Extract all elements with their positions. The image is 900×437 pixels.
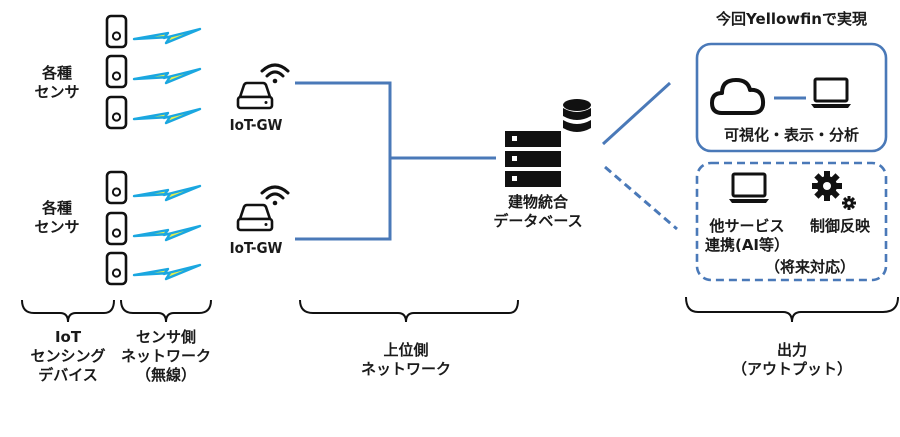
wifi-icon [260,63,290,85]
future-output-line [604,165,678,231]
database-label: 建物統合 データベース [478,193,598,231]
wireless-bolt-icon [132,263,202,281]
brace-label-line: ネットワーク [120,347,211,365]
sensors-label-line: センサ [34,83,80,101]
sensors-label-1: 各種 センサ [27,64,87,102]
future-item-ai: 他サービス 連携(AI等） [697,217,797,255]
gateway-label-2: IoT-GW [229,239,283,257]
braces [21,296,899,323]
database-label-line: データベース [493,212,583,230]
gateway-label-1: IoT-GW [229,116,283,134]
future-box [695,161,888,282]
wireless-bolt-icon [132,27,202,45]
sensor-device-icon [105,95,128,130]
server-database-icon [505,99,591,187]
sensors-label-line: 各種 [41,199,72,217]
brace-label-line: （無線） [135,366,196,384]
brace-label-sensor-network: センサ側 ネットワーク （無線） [111,328,221,385]
brace-label-line: （アウトプット） [731,360,852,378]
sensor-group-2 [105,170,202,286]
brace-label-line: 上位側 [383,341,429,359]
future-item-control: 制御反映 [809,217,870,235]
database-label-line: 建物統合 [507,193,568,211]
current-output-line [601,81,672,146]
future-note: （将来対応） [764,258,855,276]
brace-output [685,296,899,323]
gateway-router-icon [236,81,274,110]
sensor-device-icon [105,170,128,205]
brace-devices [21,299,115,323]
wireless-bolt-icon [132,67,202,85]
brace-label-output: 出力 （アウトプット） [722,341,862,379]
yellowfin-header: 今回Yellowfinで実現 [716,10,867,28]
sensors-label-2: 各種 センサ [27,199,87,237]
future-item-line: 他サービス [709,217,785,235]
sensor-group-1 [105,14,202,130]
sensor-device-icon [105,54,128,89]
wireless-bolt-icon [132,107,202,125]
brace-sensor-network [120,299,212,323]
sensor-device-icon [105,211,128,246]
gears-icon [812,171,856,210]
cloud-icon [710,78,766,115]
upper-network-lines [295,81,496,241]
yellowfin-box [695,42,888,153]
wifi-icon [260,185,290,207]
laptop-icon [809,77,853,110]
brace-label-line: IoT [54,328,82,346]
sensor-device-icon [105,14,128,49]
brace-label-line: 出力 [776,341,807,359]
brace-label-line: センシング [30,347,106,365]
sensors-label-line: 各種 [41,64,72,82]
laptop-icon [727,172,771,205]
brace-upper-network [299,299,519,323]
brace-label-upper-network: 上位側 ネットワーク [346,341,466,379]
brace-label-line: デバイス [38,366,98,384]
brace-label-line: センサ側 [135,328,196,346]
wireless-bolt-icon [132,184,202,202]
gateway-router-icon [236,203,274,232]
wireless-bolt-icon [132,224,202,242]
sensor-device-icon [105,251,128,286]
brace-label-devices: IoT センシング デバイス [8,328,128,385]
brace-label-line: ネットワーク [360,360,451,378]
future-item-line: 連携(AI等） [704,236,790,254]
current-output-label: 可視化・表示・分析 [723,126,859,144]
sensors-label-line: センサ [34,218,80,236]
